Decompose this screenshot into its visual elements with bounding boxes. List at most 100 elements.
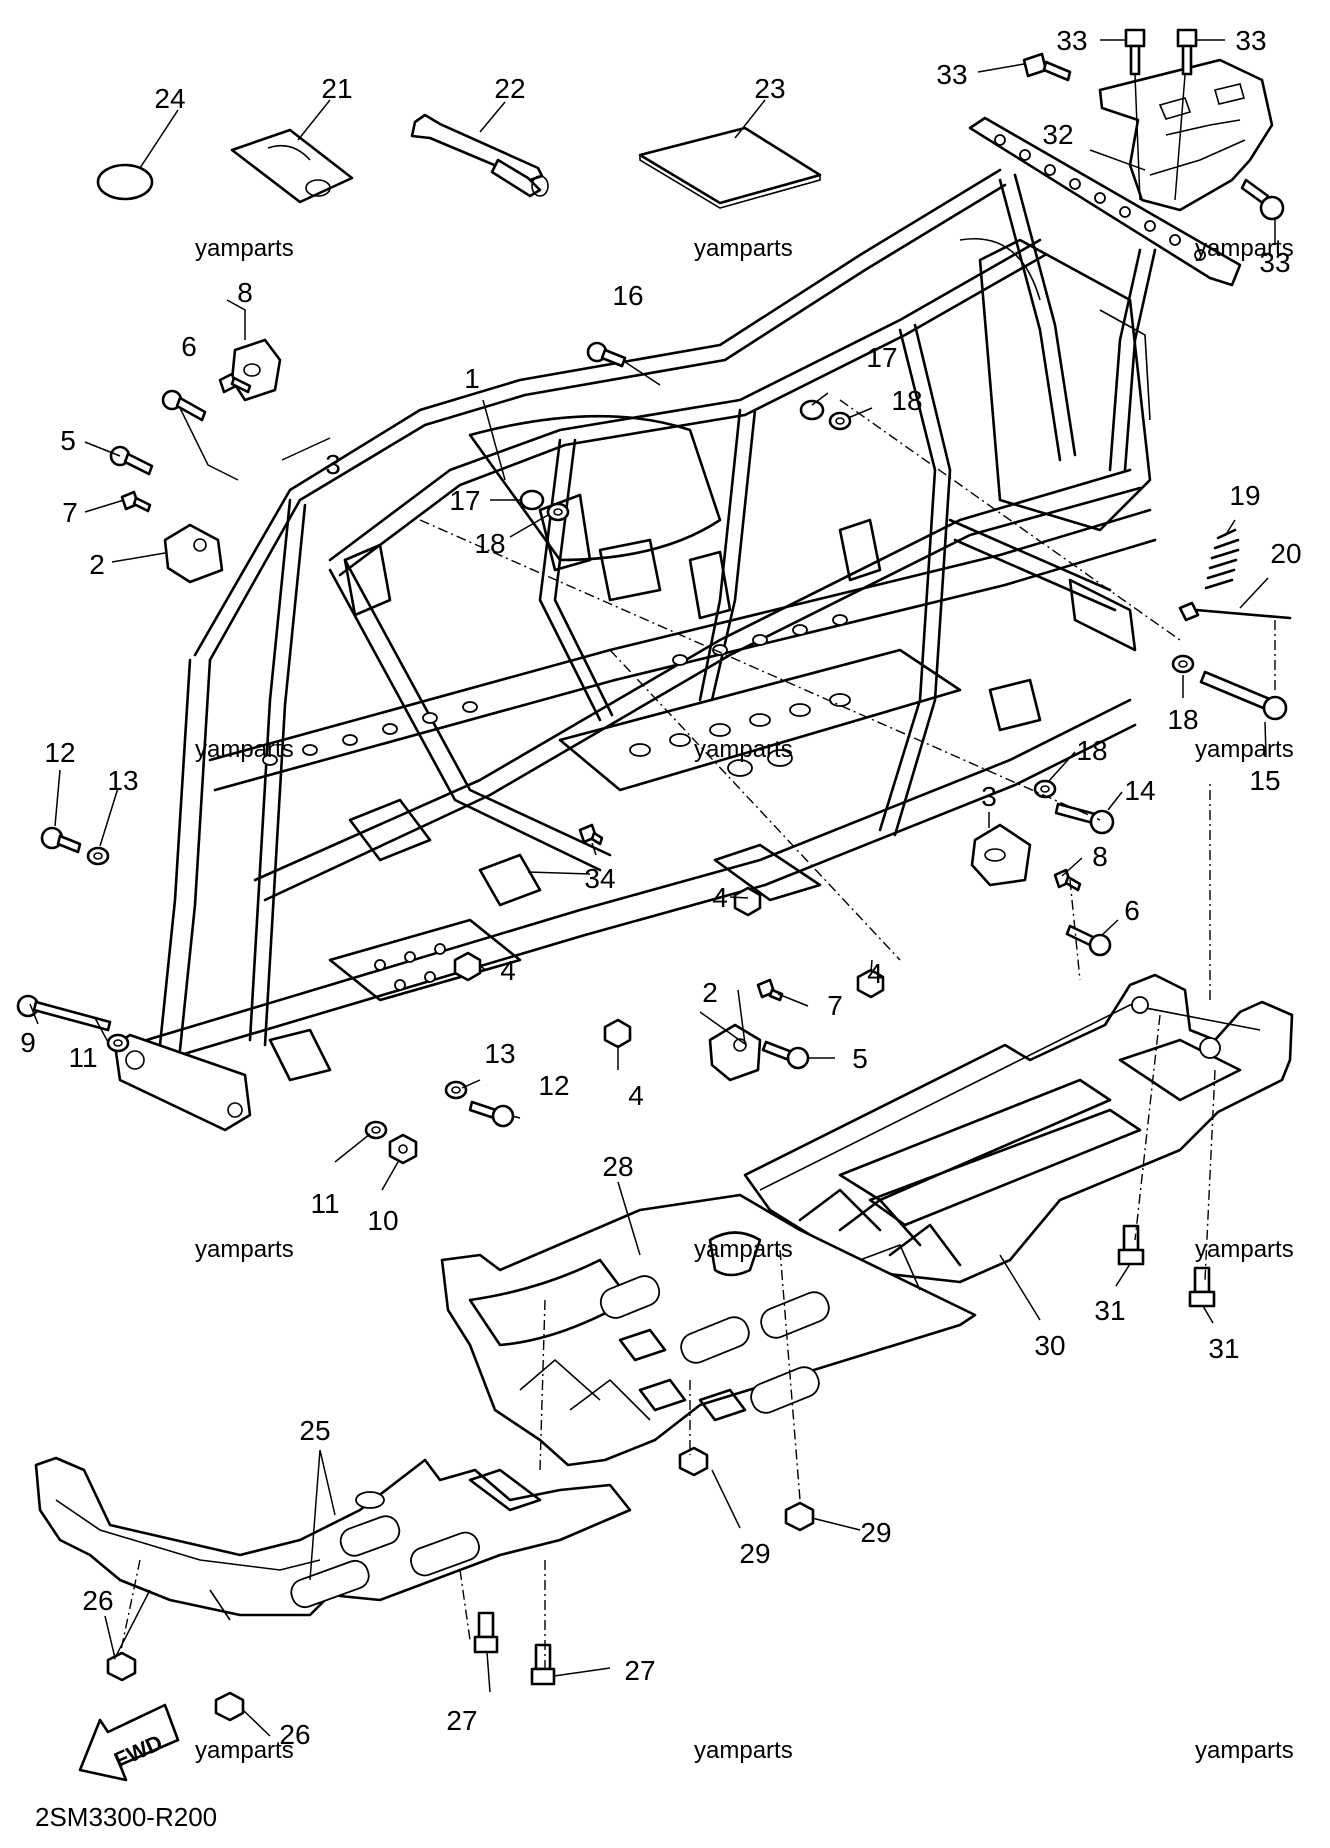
bolt-31-left bbox=[1117, 1224, 1145, 1266]
callout-5-b: 5 bbox=[852, 1043, 868, 1074]
callout-34: 34 bbox=[584, 863, 615, 894]
bolt-33-top-left bbox=[1124, 28, 1146, 76]
watermark: yamparts bbox=[1195, 736, 1294, 763]
callout-18-d: 18 bbox=[1076, 735, 1107, 766]
bolt-16 bbox=[586, 341, 627, 368]
watermark: yamparts bbox=[195, 235, 294, 262]
watermark: yamparts bbox=[694, 736, 793, 763]
callout-8-b: 8 bbox=[1092, 841, 1108, 872]
callout-31-b: 31 bbox=[1208, 1333, 1239, 1364]
callout-9: 9 bbox=[20, 1027, 36, 1058]
callout-14: 14 bbox=[1124, 775, 1155, 806]
callout-18-c: 18 bbox=[1167, 704, 1198, 735]
callout-4-b: 4 bbox=[500, 955, 516, 986]
callout-4-c: 4 bbox=[867, 958, 883, 989]
callout-25: 25 bbox=[299, 1415, 330, 1446]
callout-21: 21 bbox=[321, 73, 352, 104]
callout-33-a: 33 bbox=[1056, 25, 1087, 56]
callout-13-a: 13 bbox=[107, 765, 138, 796]
watermark: yamparts bbox=[1195, 235, 1294, 262]
washer-13-right bbox=[444, 1080, 468, 1100]
pivot-bolt-15 bbox=[1199, 670, 1288, 721]
callout-4-d: 4 bbox=[628, 1080, 644, 1111]
bolt-27-right bbox=[530, 1643, 556, 1686]
engine-bracket-3-left bbox=[230, 338, 282, 402]
bolt-8-right bbox=[1053, 868, 1082, 892]
callout-labels: 24 21 22 23 33 33 33 33 32 16 1 17 18 8 … bbox=[20, 25, 1301, 1750]
watermark: yamparts bbox=[195, 1236, 294, 1263]
cable-20 bbox=[1178, 601, 1292, 622]
grease-pouch bbox=[230, 128, 354, 204]
bolt-8-left bbox=[218, 372, 252, 394]
bolt-33-top-right bbox=[1176, 28, 1198, 76]
callout-13-b: 13 bbox=[484, 1038, 515, 1069]
callout-8-a: 8 bbox=[237, 277, 253, 308]
watermark: yamparts bbox=[694, 235, 793, 262]
callout-7-a: 7 bbox=[62, 497, 78, 528]
callout-28: 28 bbox=[602, 1151, 633, 1182]
bolt-5-right bbox=[761, 1040, 810, 1070]
callout-26-b: 26 bbox=[279, 1719, 310, 1750]
callout-33-c: 33 bbox=[936, 59, 967, 90]
nut-4-d bbox=[603, 1018, 632, 1049]
spacer-17-top bbox=[799, 399, 825, 421]
callout-11-a: 11 bbox=[68, 1042, 97, 1073]
callout-32: 32 bbox=[1042, 119, 1073, 150]
bolt-34 bbox=[578, 823, 604, 846]
watermark: yamparts bbox=[195, 736, 294, 763]
diagram-code: 2SM3300-R200 bbox=[35, 1802, 217, 1832]
washer-18-top bbox=[828, 411, 852, 431]
owners-manual bbox=[638, 126, 822, 209]
bolt-12-left bbox=[40, 826, 82, 854]
callout-15: 15 bbox=[1249, 765, 1280, 796]
bolt-33-left bbox=[1022, 52, 1072, 82]
watermark: yamparts bbox=[1195, 1737, 1294, 1764]
bolt-33-right bbox=[1240, 178, 1285, 221]
watermark: yamparts bbox=[694, 1737, 793, 1764]
bolt-7-right bbox=[756, 978, 784, 1002]
bolt-29-left bbox=[678, 1446, 709, 1477]
callout-33-d: 33 bbox=[1259, 247, 1290, 278]
callout-2-b: 2 bbox=[702, 977, 718, 1008]
bolt-31-right bbox=[1188, 1266, 1216, 1308]
callout-29-a: 29 bbox=[739, 1538, 770, 1569]
o-ring bbox=[96, 163, 154, 201]
callout-18-a: 18 bbox=[891, 385, 922, 416]
bolt-26-right bbox=[214, 1691, 245, 1722]
rear-skid-plate bbox=[743, 973, 1294, 1284]
callout-4-a: 4 bbox=[712, 882, 728, 913]
spring-19 bbox=[1204, 528, 1240, 590]
callout-18-b: 18 bbox=[474, 528, 505, 559]
washer-18-mid bbox=[546, 502, 570, 522]
watermark: yamparts bbox=[195, 1737, 294, 1764]
spacer-17-mid bbox=[519, 489, 545, 511]
engine-bracket-3-right bbox=[970, 823, 1032, 887]
callout-22: 22 bbox=[494, 73, 525, 104]
engine-bracket-2-left bbox=[163, 523, 224, 584]
callout-16: 16 bbox=[612, 280, 643, 311]
bracket-32 bbox=[1098, 58, 1274, 212]
callout-33-b: 33 bbox=[1235, 25, 1266, 56]
bolt-6-left bbox=[161, 389, 207, 422]
washer-13-left bbox=[86, 846, 110, 866]
engine-bracket-2-right bbox=[708, 1023, 762, 1082]
leader-lines bbox=[29, 39, 1276, 1737]
bolt-27-left bbox=[473, 1611, 499, 1654]
washer-11-right bbox=[364, 1120, 388, 1140]
callout-12-b: 12 bbox=[538, 1070, 569, 1101]
washer-18-lower bbox=[1033, 779, 1057, 799]
bolt-29-right bbox=[784, 1501, 815, 1532]
watermarks: yamparts yamparts yamparts yamparts yamp… bbox=[195, 235, 1294, 1764]
center-skid-plate bbox=[440, 1193, 977, 1467]
washer-18-right bbox=[1171, 654, 1195, 674]
callout-12-a: 12 bbox=[44, 737, 75, 768]
callout-27-b: 27 bbox=[446, 1705, 477, 1736]
callout-24: 24 bbox=[154, 83, 185, 114]
callout-1: 1 bbox=[464, 363, 480, 394]
bolt-7-left bbox=[120, 490, 152, 513]
bolt-14 bbox=[1054, 802, 1115, 835]
callout-17-b: 17 bbox=[449, 485, 480, 516]
nut-4-b bbox=[453, 951, 482, 982]
bolt-26-left bbox=[106, 1651, 137, 1682]
